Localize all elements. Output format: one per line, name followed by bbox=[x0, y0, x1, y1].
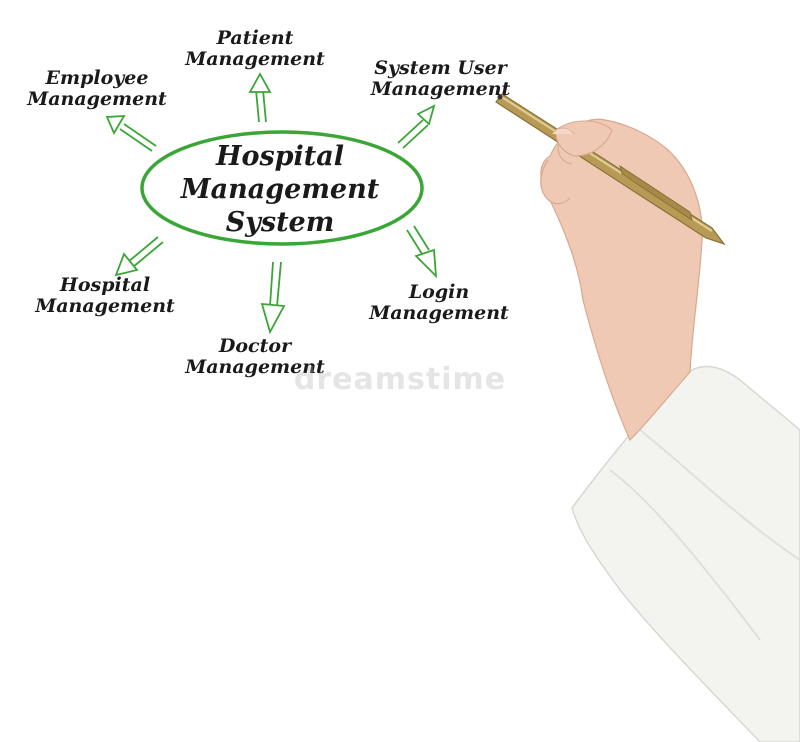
arrow-to-hospital bbox=[114, 236, 164, 277]
pen bbox=[495, 93, 726, 246]
node-system-user-line2: Management bbox=[370, 78, 511, 100]
arrow-to-patient bbox=[248, 72, 272, 123]
center-title: Hospital Management System bbox=[150, 140, 410, 239]
center-ellipse bbox=[140, 130, 424, 246]
node-hospital-management: Hospital Management bbox=[30, 275, 180, 317]
arrow-to-system-user bbox=[397, 104, 436, 149]
node-employee-line1: Employee bbox=[45, 67, 149, 89]
node-doctor-line1: Doctor bbox=[218, 335, 292, 357]
coat-sleeve bbox=[571, 365, 800, 742]
node-hospital-line2: Management bbox=[35, 295, 175, 317]
arrow-to-employee bbox=[105, 115, 157, 152]
node-login-management: Login Management bbox=[364, 282, 514, 324]
node-hospital-line1: Hospital bbox=[59, 274, 151, 296]
node-employee-management: Employee Management bbox=[22, 68, 172, 110]
center-title-line2: Management bbox=[180, 174, 380, 205]
arrow-to-login bbox=[406, 225, 438, 279]
node-system-user-management: System User Management bbox=[363, 58, 518, 100]
node-login-line1: Login bbox=[408, 281, 470, 303]
node-patient-line2: Management bbox=[185, 48, 325, 70]
center-title-line1: Hospital bbox=[215, 141, 345, 172]
node-system-user-line1: System User bbox=[374, 57, 507, 79]
node-patient-management: Patient Management bbox=[180, 28, 330, 70]
node-login-line2: Management bbox=[369, 302, 509, 324]
watermark: dreamstime bbox=[293, 362, 507, 397]
arrow-to-doctor bbox=[260, 261, 286, 335]
center-title-line3: System bbox=[225, 207, 335, 238]
node-doctor-management: Doctor Management bbox=[180, 336, 330, 378]
node-patient-line1: Patient bbox=[216, 27, 294, 49]
node-doctor-line2: Management bbox=[185, 356, 325, 378]
node-employee-line2: Management bbox=[27, 88, 167, 110]
